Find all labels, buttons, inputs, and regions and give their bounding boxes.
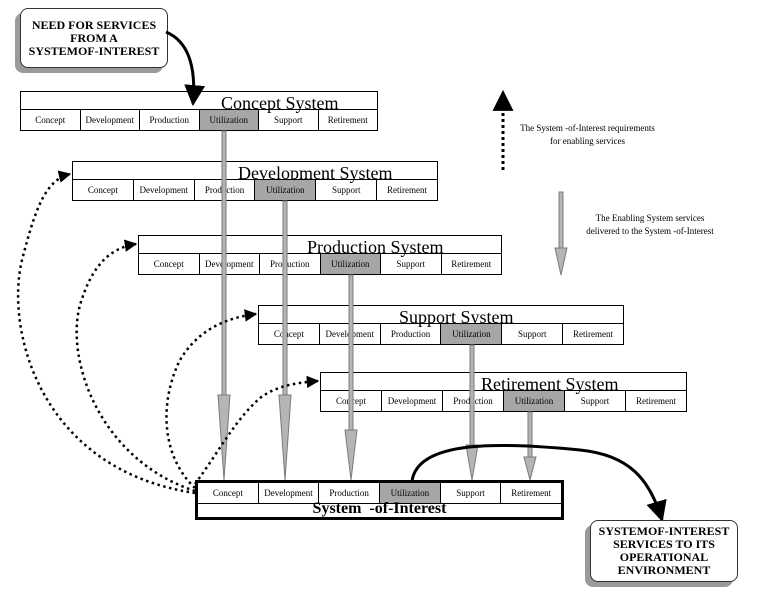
requirements-note: The System -of-Interest requirements for… [520, 123, 655, 146]
support-system-stages: Concept Development Production Utilizati… [259, 323, 623, 344]
development-system-stages: Concept Development Production Utilizati… [73, 179, 437, 200]
soi-services-callout: SYSTEMOF-INTEREST SERVICES TO ITS OPERAT… [590, 520, 738, 582]
stage-support: Support [316, 180, 378, 200]
production-system-stages: Concept Development Production Utilizati… [139, 253, 501, 274]
retirement-system-stages: Concept Development Production Utilizati… [321, 390, 686, 411]
stage-production: Production [381, 324, 442, 344]
stage-concept: Concept [139, 254, 200, 274]
enabling-services-note: The Enabling System services delivered t… [586, 213, 714, 236]
stage-retirement: Retirement [636, 396, 676, 406]
stage-support: Support [381, 254, 442, 274]
stage-retirement: Retirement [327, 115, 368, 125]
stage-support: Support [565, 391, 626, 411]
concept-system: Concept System Concept Development Produ… [20, 91, 378, 131]
development-system-title: Development System [238, 163, 393, 183]
stage-support: Support [259, 110, 319, 130]
system-of-interest-stages: Concept Development Production Utilizati… [198, 483, 561, 504]
stage-retirement: Retirement [451, 259, 492, 269]
stage-production: Production [260, 254, 321, 274]
system-of-interest: Concept Development Production Utilizati… [195, 480, 564, 520]
stage-utilization: Utilization [504, 391, 565, 411]
stage-concept: Concept [73, 180, 134, 200]
stage-support: Support [441, 483, 502, 503]
stage-concept: Concept [259, 324, 320, 344]
stage-development: Development [81, 110, 140, 130]
concept-system-stages: Concept Development Production Utilizati… [21, 109, 377, 130]
stage-production: Production [195, 180, 256, 200]
support-system-title: Support System [399, 307, 514, 327]
stage-development: Development [200, 254, 260, 274]
stage-retirement: Retirement [387, 185, 428, 195]
stage-concept: Concept [198, 483, 259, 503]
retirement-system: Retirement System Concept Development Pr… [320, 372, 687, 412]
stage-utilization: Utilization [380, 483, 441, 503]
stage-utilization: Utilization [199, 110, 259, 130]
need-for-services-callout: NEED FOR SERVICES FROM A SYSTEMOF-INTERE… [20, 8, 168, 68]
stage-retirement: Retirement [511, 488, 552, 498]
support-system: Support System Concept Development Produ… [258, 305, 624, 345]
stage-utilization: Utilization [320, 254, 381, 274]
stage-concept: Concept [321, 391, 382, 411]
need-for-services-text: NEED FOR SERVICES FROM A SYSTEMOF-INTERE… [28, 17, 160, 58]
stage-development: Development [134, 180, 195, 200]
production-system-title: Production System [307, 237, 444, 257]
stage-utilization: Utilization [441, 324, 503, 344]
soi-services-text: SYSTEMOF-INTEREST SERVICES TO ITS OPERAT… [598, 524, 730, 577]
stage-production: Production [443, 391, 504, 411]
stage-development: Development [320, 324, 381, 344]
stage-production: Production [319, 483, 381, 503]
stage-production: Production [140, 110, 200, 130]
system-of-interest-title: System -of-Interest [312, 500, 447, 517]
stage-utilization: Utilization [255, 180, 317, 200]
stage-development: Development [259, 483, 320, 503]
stage-concept: Concept [21, 110, 81, 130]
stage-development: Development [382, 391, 443, 411]
production-system: Production System Concept Development Pr… [138, 235, 502, 275]
stage-support: Support [502, 324, 564, 344]
development-system: Development System Concept Development P… [72, 161, 438, 201]
concept-system-title: Concept System [221, 93, 339, 113]
retirement-system-title: Retirement System [481, 374, 619, 394]
stage-retirement: Retirement [573, 329, 614, 339]
